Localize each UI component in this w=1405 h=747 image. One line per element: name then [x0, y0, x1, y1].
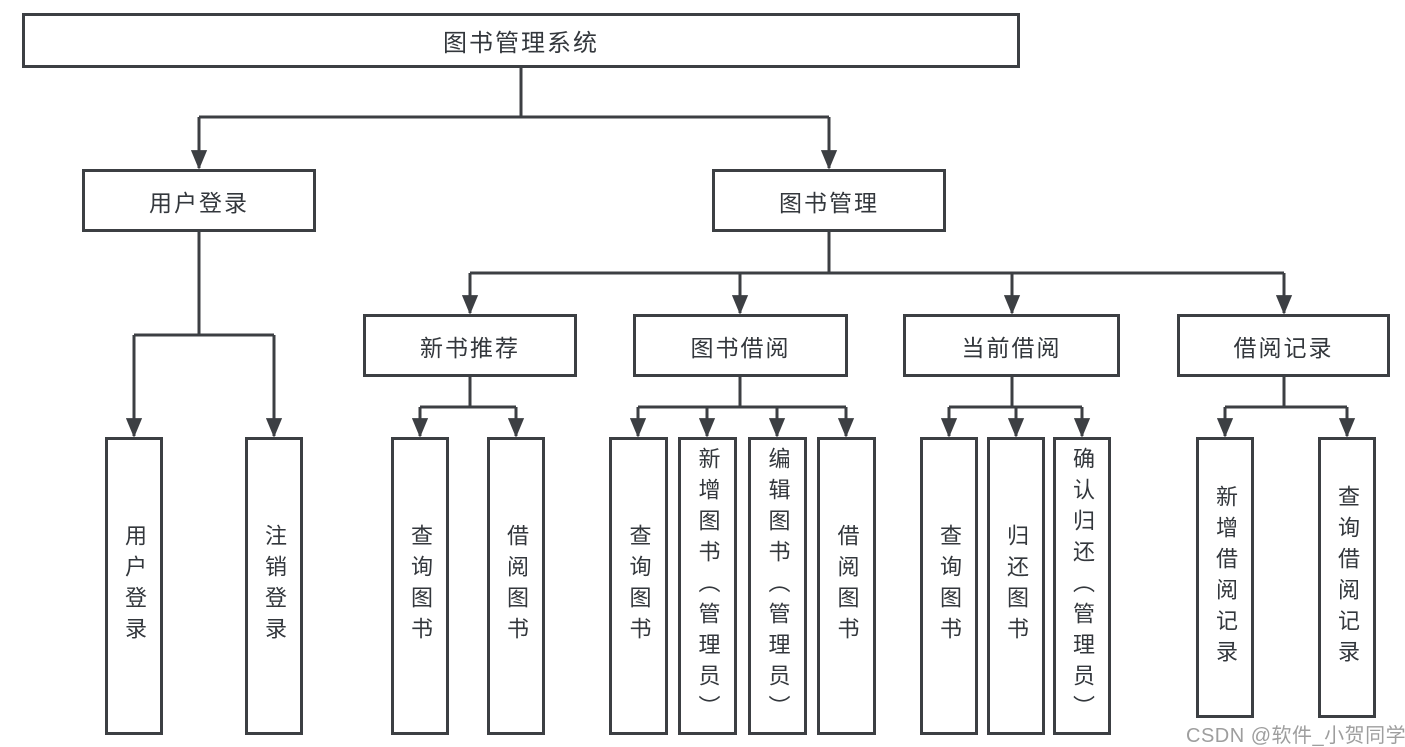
node-label: 注销登录	[262, 524, 287, 648]
leaf-edit-books-admin: 编辑图书（管理员）	[748, 437, 807, 735]
leaf-query-books: 查询图书	[391, 437, 449, 735]
node-book-borrow: 图书借阅	[633, 314, 848, 377]
leaf-query-books-3: 查询图书	[920, 437, 978, 735]
node-label: 借阅图书	[504, 524, 529, 648]
node-label: 新书推荐	[420, 334, 520, 361]
leaf-add-borrow-record: 新增借阅记录	[1196, 437, 1254, 718]
leaf-confirm-return-admin: 确认归还（管理员）	[1053, 437, 1111, 735]
csdn-watermark: CSDN @软件_小贺同学	[1186, 725, 1405, 747]
node-library-management-system: 图书管理系统	[22, 13, 1020, 68]
node-label: 编辑图书（管理员）	[765, 446, 791, 726]
node-label: 用户登录	[122, 524, 147, 648]
node-label: 借阅图书	[834, 524, 860, 648]
leaf-add-books-admin: 新增图书（管理员）	[678, 437, 737, 735]
node-user-login: 用户登录	[82, 169, 316, 232]
node-label: 确认归还（管理员）	[1070, 446, 1095, 726]
leaf-borrow-books: 借阅图书	[487, 437, 545, 735]
node-label: 查询图书	[937, 524, 962, 648]
leaf-borrow-books-2: 借阅图书	[817, 437, 876, 735]
node-new-book-recommend: 新书推荐	[363, 314, 577, 377]
node-label: 用户登录	[149, 189, 249, 216]
node-label: 图书管理	[779, 189, 879, 216]
node-label: 借阅记录	[1233, 334, 1334, 361]
node-label: 归还图书	[1004, 524, 1029, 648]
node-label: 新增借阅记录	[1213, 484, 1238, 671]
leaf-query-borrow-record: 查询借阅记录	[1318, 437, 1376, 718]
node-borrow-record: 借阅记录	[1177, 314, 1390, 377]
leaf-return-books: 归还图书	[987, 437, 1045, 735]
leaf-logout: 注销登录	[245, 437, 303, 735]
node-label: 查询图书	[408, 524, 433, 648]
node-label: 当前借阅	[961, 334, 1062, 361]
node-label: 图书管理系统	[443, 30, 599, 57]
node-book-management: 图书管理	[712, 169, 946, 232]
node-label: 新增图书（管理员）	[695, 446, 721, 726]
leaf-user-login: 用户登录	[105, 437, 163, 735]
node-label: 查询图书	[626, 524, 652, 648]
node-label: 查询借阅记录	[1335, 484, 1360, 671]
node-current-borrow: 当前借阅	[903, 314, 1120, 377]
node-label: 图书借阅	[690, 334, 791, 361]
leaf-query-books-2: 查询图书	[609, 437, 668, 735]
